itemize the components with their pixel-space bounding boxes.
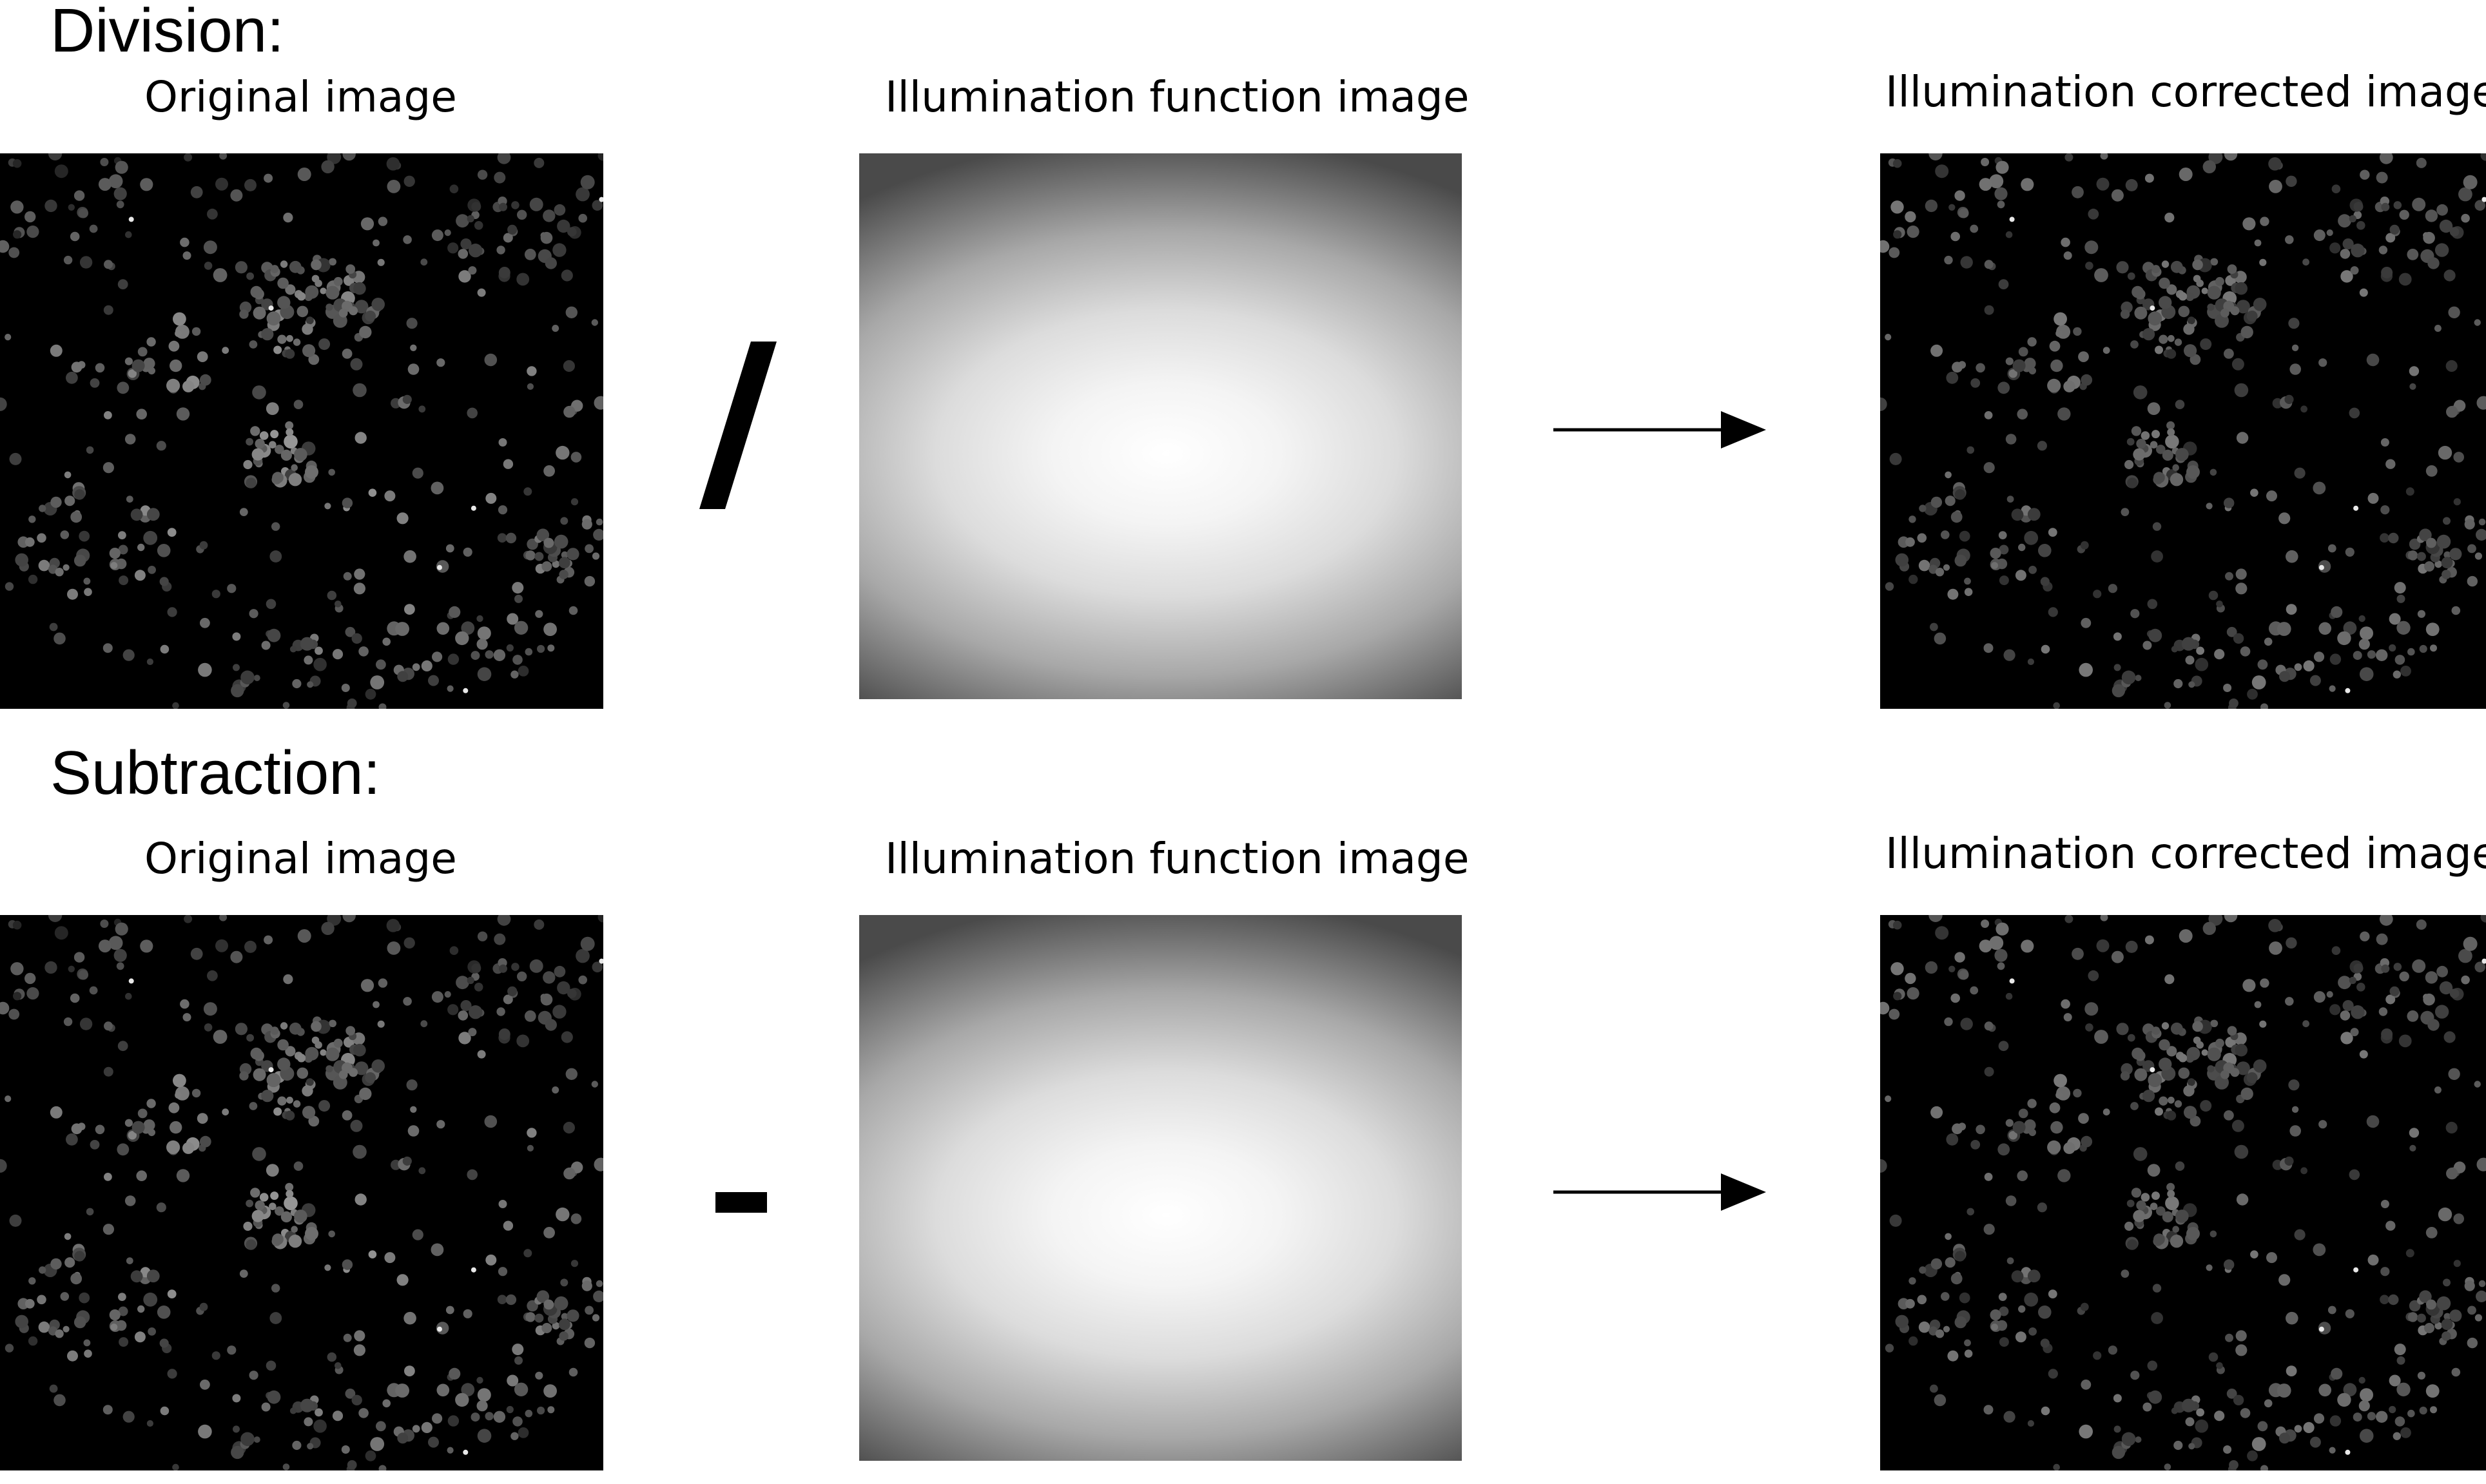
arrow-right-icon <box>1550 407 1769 452</box>
illumination-function-caption: Illumination function image <box>885 834 1470 883</box>
slash-symbol <box>699 342 777 509</box>
original-image-caption: Original image <box>144 72 457 122</box>
original-image-caption: Original image <box>144 834 457 883</box>
division-operator-icon <box>693 338 783 512</box>
subtraction-title: Subtraction: <box>50 738 381 807</box>
original-image <box>0 915 603 1470</box>
illumination-function-caption: Illumination function image <box>885 72 1470 122</box>
original-image <box>0 153 603 709</box>
corrected-image-caption: Illumination corrected image <box>1885 67 2486 117</box>
minus-symbol <box>715 1192 767 1213</box>
corrected-image <box>1880 153 2486 709</box>
illumination-function-image <box>859 915 1462 1461</box>
division-title: Division: <box>50 0 284 65</box>
arrow-right-icon <box>1550 1170 1769 1215</box>
minus-operator-icon <box>715 1192 767 1213</box>
corrected-image <box>1880 915 2486 1470</box>
illumination-function-image <box>859 153 1462 699</box>
corrected-image-caption: Illumination corrected image <box>1885 829 2486 878</box>
